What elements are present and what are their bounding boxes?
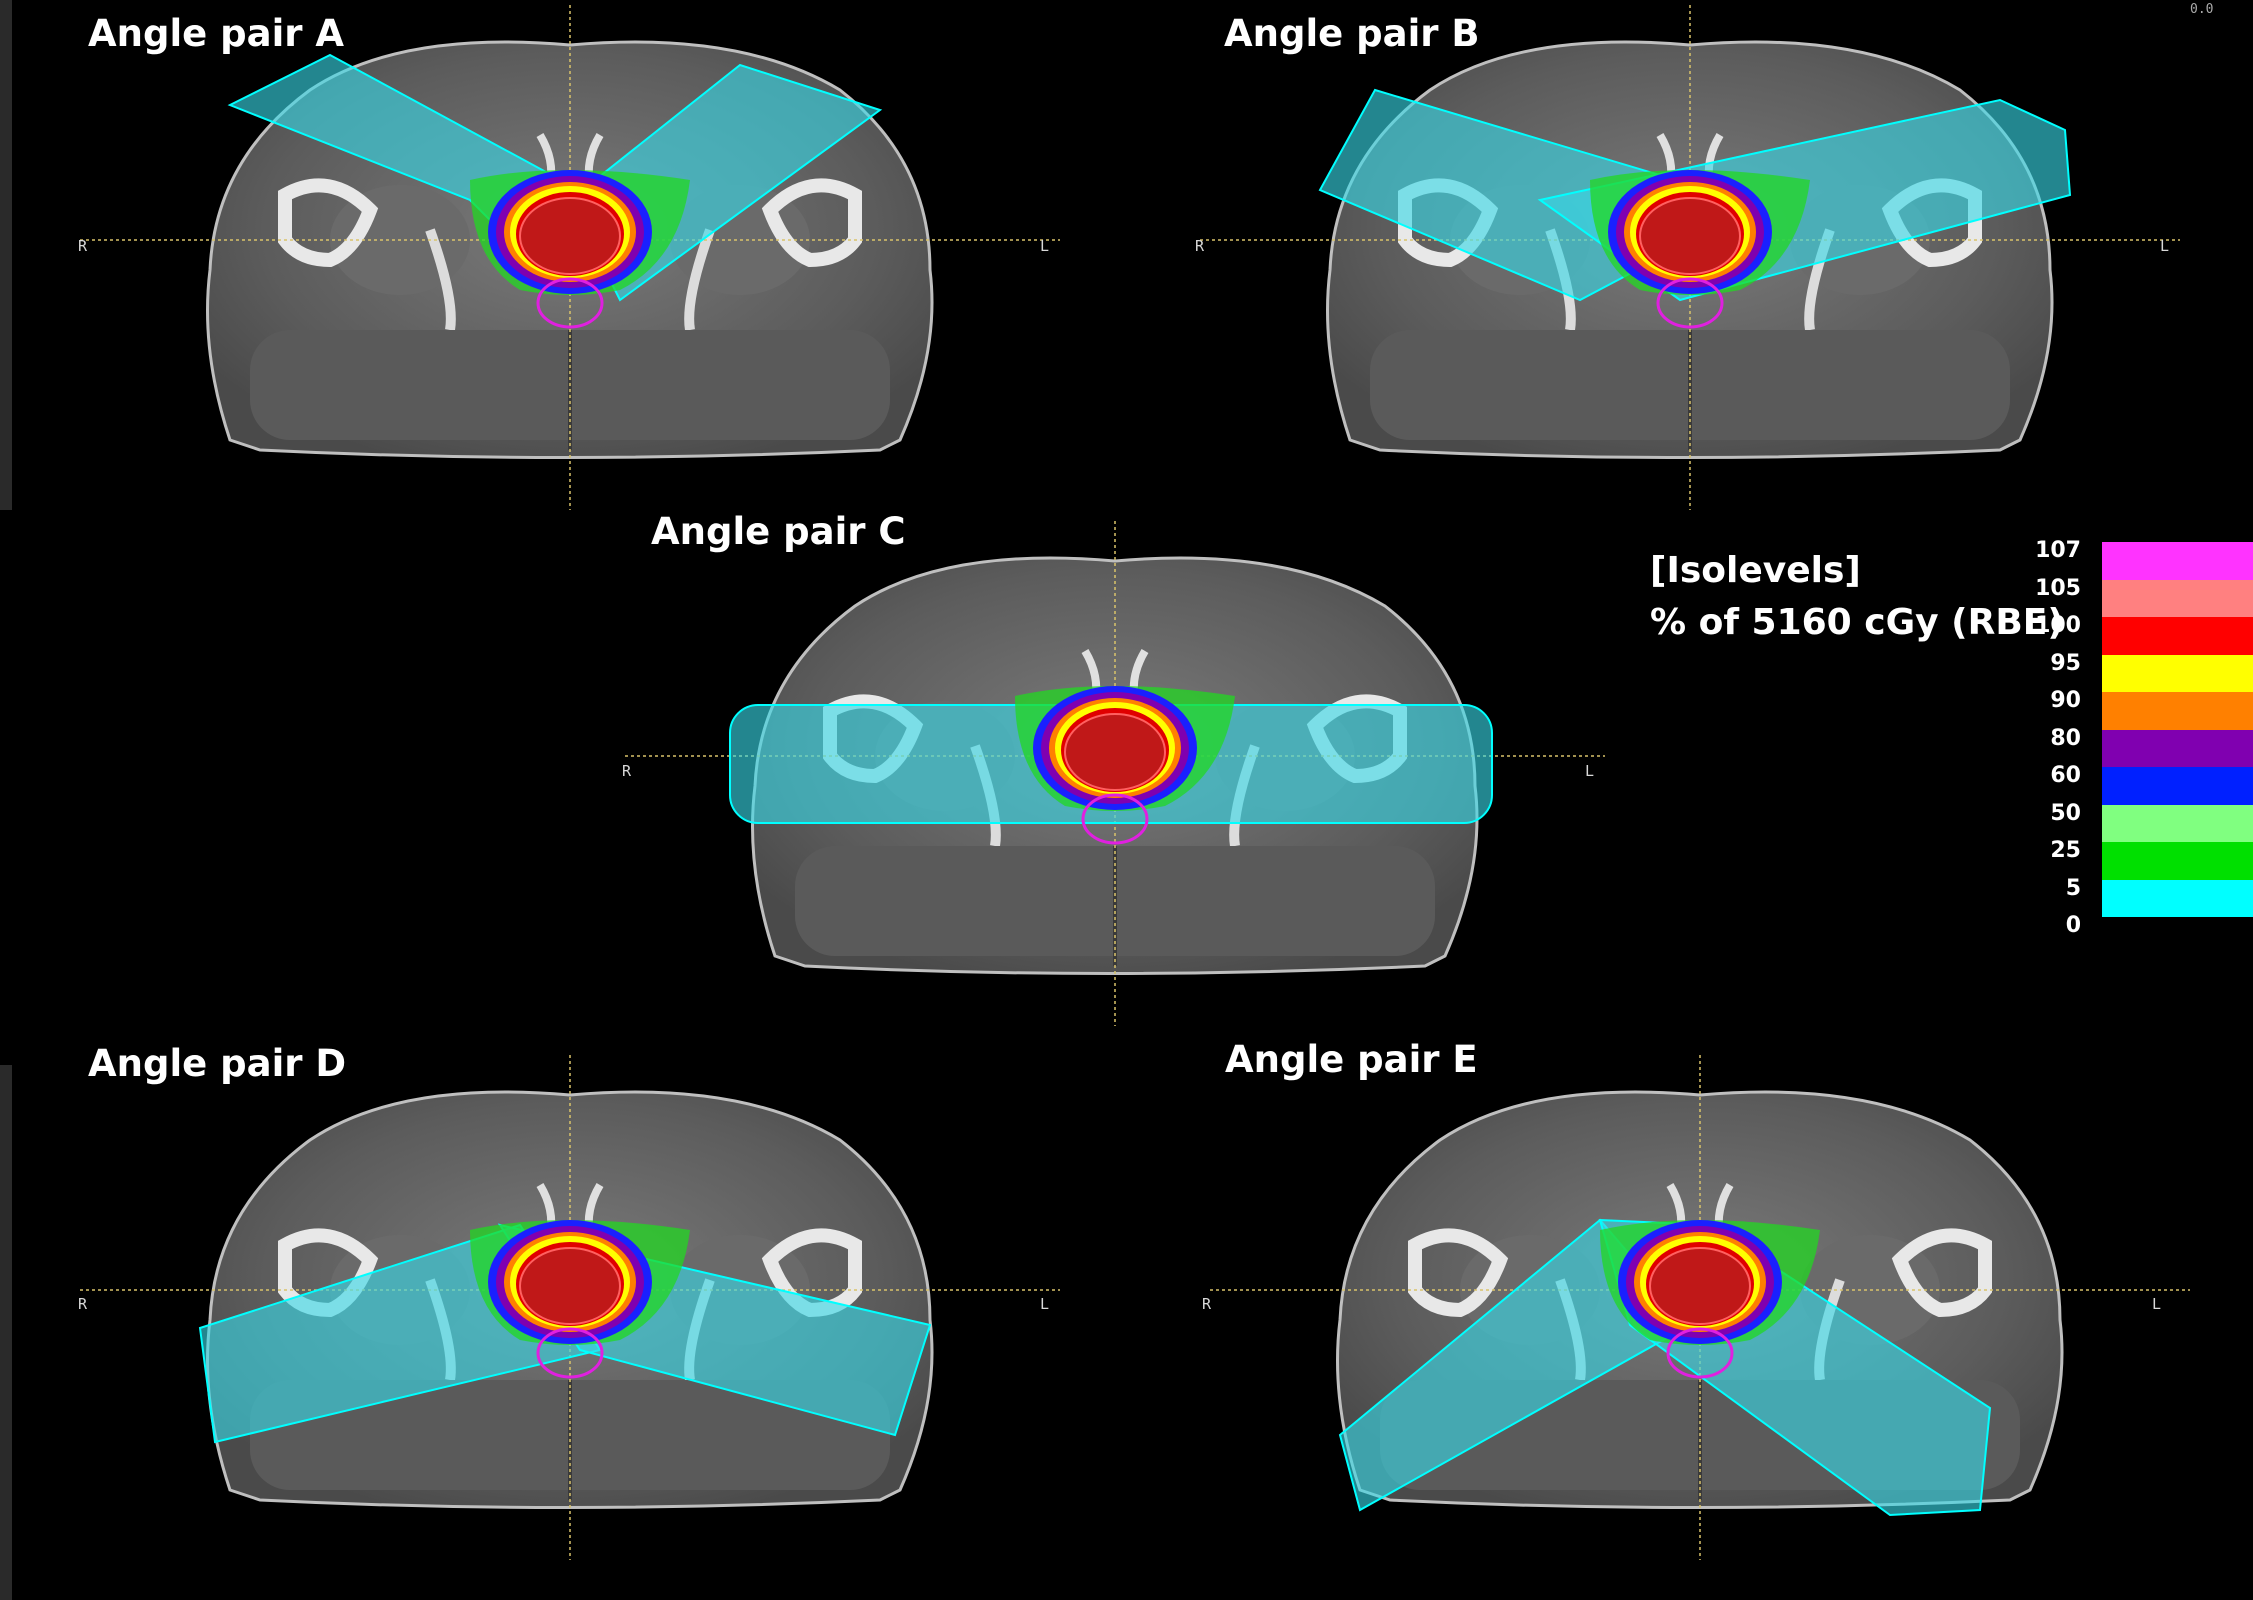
ct-slice-b: [1120, 0, 2253, 515]
orientation-left-d: L: [1040, 1295, 1050, 1313]
ct-panel-e: Angle pair E R L: [1130, 1038, 2253, 1600]
isolevel-swatch-80: [2102, 729, 2253, 767]
isolevel-swatch-5: [2102, 879, 2253, 917]
isolevel-label-50: 50: [2050, 800, 2081, 826]
isolevel-swatch-100: [2102, 617, 2253, 655]
panel-title-d: Angle pair D: [88, 1042, 347, 1085]
panel-title-b: Angle pair B: [1224, 12, 1480, 55]
panel-title-e: Angle pair E: [1225, 1038, 1478, 1081]
isolevel-label-5: 5: [2065, 875, 2081, 901]
ct-slice-c: [545, 510, 1665, 1030]
isolevel-label-90: 90: [2050, 688, 2081, 713]
isolevel-swatch-90: [2102, 692, 2253, 730]
isolevel-swatch-50: [2102, 804, 2253, 842]
ct-panel-c: Angle pair C R L: [545, 510, 1665, 1030]
isolevel-label-60: 60: [2050, 763, 2081, 788]
isolevel-label-100: 100: [2035, 613, 2081, 638]
isolevel-label-25: 25: [2050, 838, 2081, 863]
orientation-left-e: L: [2152, 1295, 2162, 1313]
orientation-right-d: R: [78, 1295, 88, 1313]
isolevel-label-105: 105: [2035, 575, 2081, 601]
isolevel-swatch-95: [2102, 654, 2253, 692]
isolevel-swatch-107: [2102, 542, 2253, 580]
ct-slice-d: [0, 1050, 1140, 1600]
orientation-right-b: R: [1195, 237, 1205, 255]
orientation-left-c: L: [1585, 762, 1595, 780]
isolevel-label-0: 0: [2065, 913, 2081, 938]
isolevel-label-95: 95: [2050, 650, 2081, 676]
ct-panel-a: Angle pair A R L: [0, 0, 1140, 515]
orientation-left-a: L: [1040, 237, 1050, 255]
isolevel-swatch-60: [2102, 767, 2253, 805]
isolevel-swatch-105: [2102, 579, 2253, 617]
left-edge-image-fragment: [0, 1065, 12, 1600]
ct-slice-e: [1130, 1050, 2253, 1600]
ct-panel-b: Angle pair B R L: [1120, 0, 2253, 515]
orientation-right-a: R: [78, 237, 88, 255]
ct-panel-d: Angle pair D R L: [0, 1042, 1140, 1600]
isolevel-label-80: 80: [2050, 725, 2081, 751]
corner-readout: 0.0: [2190, 2, 2214, 17]
legend-title-line2: % of 5160 cGy (RBE): [1650, 602, 2064, 643]
ct-slice-a: [0, 0, 1140, 515]
orientation-right-c: R: [622, 762, 632, 780]
isolevel-label-107: 107: [2035, 538, 2081, 563]
legend-title-line1: [Isolevels]: [1650, 550, 1861, 591]
panel-title-a: Angle pair A: [88, 12, 345, 55]
isolevel-swatch-25: [2102, 842, 2253, 880]
orientation-left-b: L: [2160, 237, 2170, 255]
left-edge-image-fragment: [0, 0, 12, 510]
orientation-right-e: R: [1202, 1295, 1212, 1313]
legend-title: [Isolevels] % of 5160 cGy (RBE): [1650, 545, 2064, 649]
panel-title-c: Angle pair C: [651, 510, 906, 553]
isolevel-color-bar: [2102, 542, 2253, 917]
